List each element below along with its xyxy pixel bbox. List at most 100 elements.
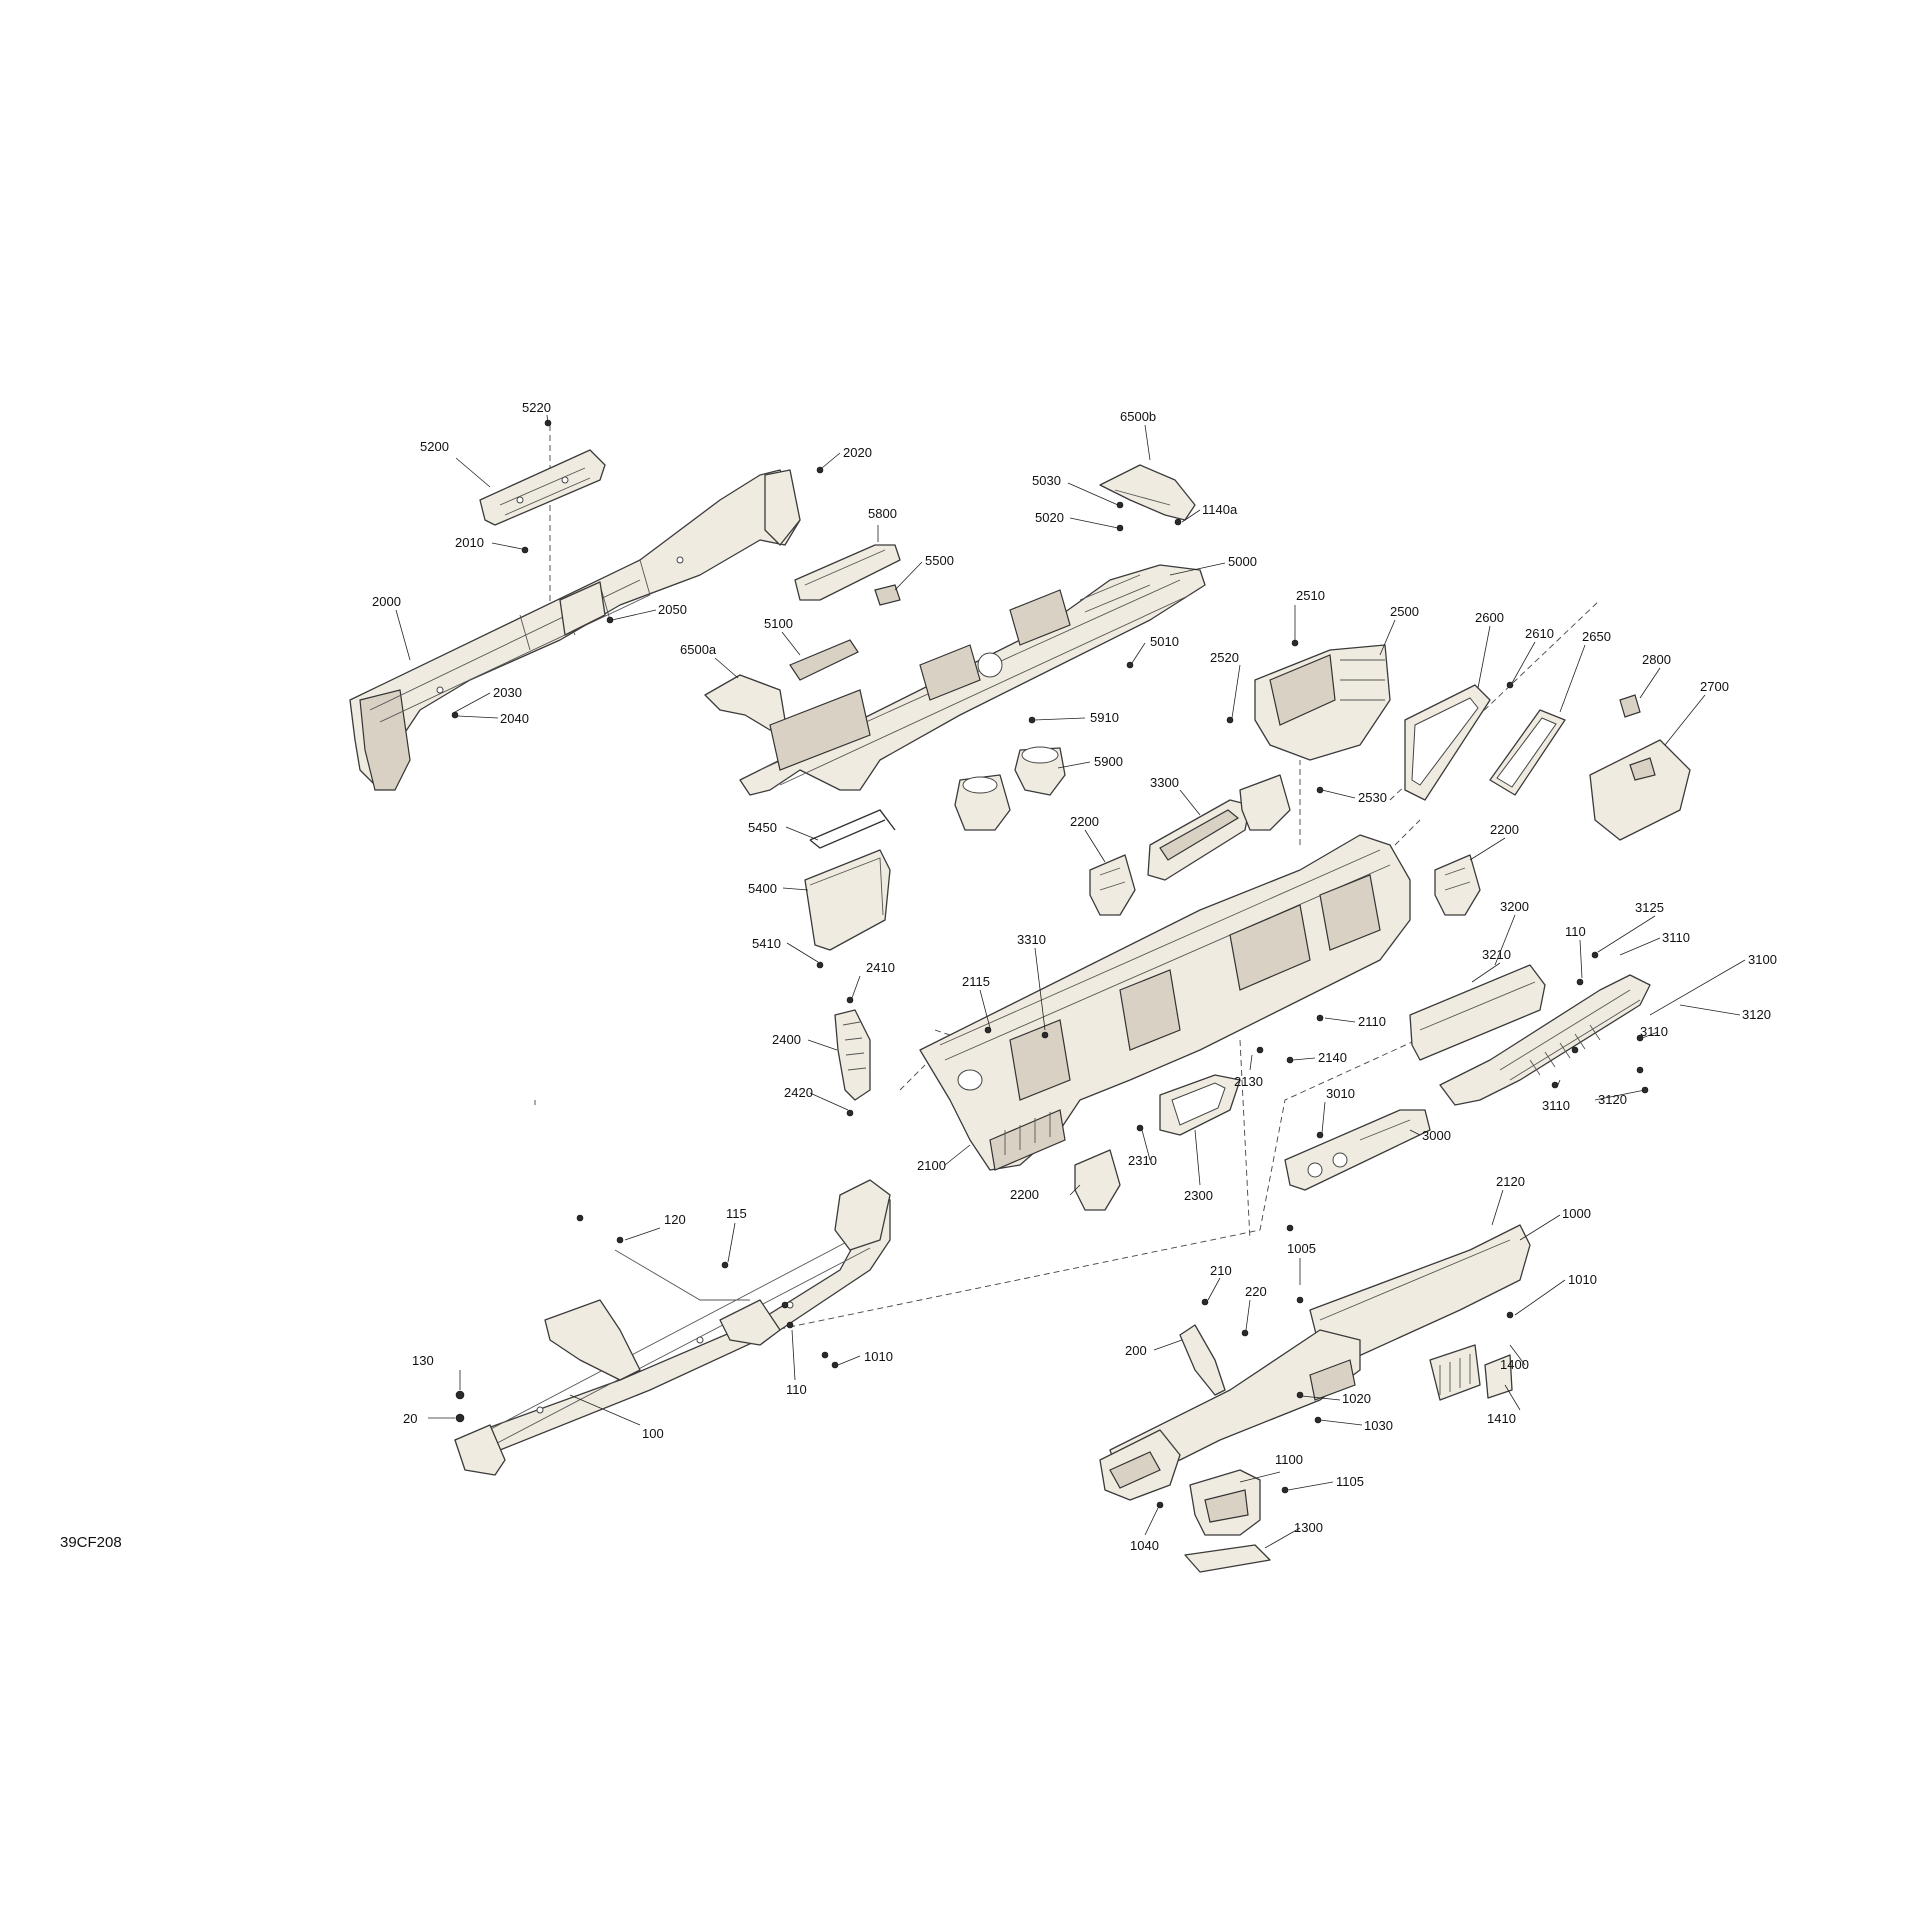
part-2500-storage-box <box>1254 644 1391 761</box>
callout-3000: 3000 <box>1422 1128 1451 1143</box>
callout-3300: 3300 <box>1150 775 1179 790</box>
figure-id: 39CF208 <box>60 1534 122 1551</box>
callout-2110: 2110 <box>1358 1014 1386 1029</box>
callout-3110-c: 3110 <box>1542 1098 1570 1113</box>
callout-5200: 5200 <box>420 439 449 454</box>
callout-2610: 2610 <box>1525 626 1554 641</box>
part-5900-cupholders <box>954 746 1066 831</box>
callout-labels: 5220 5200 2020 6500b 5030 5020 1140a 201… <box>372 400 1777 1553</box>
callout-2530: 2530 <box>1358 790 1387 805</box>
callout-1410: 1410 <box>1487 1411 1516 1426</box>
callout-1400: 1400 <box>1500 1357 1529 1372</box>
part-2400-switch-panel <box>834 1009 871 1101</box>
callout-2200-b: 2200 <box>1490 822 1519 837</box>
callout-2030: 2030 <box>493 685 522 700</box>
callout-2020: 2020 <box>843 445 872 460</box>
callout-2050: 2050 <box>658 602 687 617</box>
callout-2300: 2300 <box>1184 1188 1213 1203</box>
callout-3100: 3100 <box>1748 952 1777 967</box>
part-2200-vent-right <box>1434 854 1481 916</box>
part-2600-frame <box>1404 684 1491 801</box>
callout-2010: 2010 <box>455 535 484 550</box>
part-1000-lower-dash <box>1099 1224 1531 1501</box>
callout-3200: 3200 <box>1500 899 1529 914</box>
callout-1105: 1105 <box>1336 1474 1364 1489</box>
callout-5900: 5900 <box>1094 754 1123 769</box>
part-3300-display-bezel <box>1147 799 1251 881</box>
callout-2310: 2310 <box>1128 1153 1157 1168</box>
part-2000-upper-beam <box>349 469 801 791</box>
callout-2130: 2130 <box>1234 1074 1263 1089</box>
callout-3310: 3310 <box>1017 932 1046 947</box>
part-1100-cubby <box>1189 1469 1261 1536</box>
callout-1030: 1030 <box>1364 1418 1393 1433</box>
callout-2510: 2510 <box>1296 588 1325 603</box>
callout-5910: 5910 <box>1090 710 1119 725</box>
callout-2000: 2000 <box>372 594 401 609</box>
part-2100-dashboard <box>919 834 1411 1171</box>
part-3200-glovebox-lid <box>1409 964 1546 1061</box>
part-3100-steering-column <box>1439 974 1651 1106</box>
callout-5010: 5010 <box>1150 634 1179 649</box>
part-2700-lid <box>1589 739 1691 841</box>
callout-1040: 1040 <box>1130 1538 1159 1553</box>
callout-2200-a: 2200 <box>1070 814 1099 829</box>
callout-3110-b: 3110 <box>1640 1024 1668 1039</box>
callout-5000: 5000 <box>1228 554 1257 569</box>
callout-1000: 1000 <box>1562 1206 1591 1221</box>
callout-20: 20 <box>403 1411 417 1426</box>
callout-2520: 2520 <box>1210 650 1239 665</box>
callout-1010-b: 1010 <box>864 1349 893 1364</box>
part-2650-gasket <box>1489 709 1566 796</box>
callout-5400: 5400 <box>748 881 777 896</box>
callout-120: 120 <box>664 1212 686 1227</box>
callout-1140a: 1140a <box>1202 502 1238 517</box>
callout-2650: 2650 <box>1582 629 1611 644</box>
callout-2410: 2410 <box>866 960 895 975</box>
part-2800-latch <box>1619 694 1641 718</box>
callout-1010-a: 1010 <box>1568 1272 1597 1287</box>
part-5000-console <box>739 564 1206 796</box>
callout-3010: 3010 <box>1326 1086 1355 1101</box>
callout-2140: 2140 <box>1318 1050 1347 1065</box>
callout-5800: 5800 <box>868 506 897 521</box>
part-5800-cover <box>794 544 901 601</box>
part-1400-vent <box>1429 1344 1481 1401</box>
callout-2420: 2420 <box>784 1085 813 1100</box>
part-2200-vent-center <box>1239 774 1291 831</box>
callout-1300: 1300 <box>1294 1520 1323 1535</box>
callout-3110-a: 3110 <box>1662 930 1690 945</box>
callout-2040: 2040 <box>500 711 529 726</box>
callout-1020: 1020 <box>1342 1391 1371 1406</box>
part-5400-bin <box>804 849 891 951</box>
part-6500b-panel <box>1099 464 1196 521</box>
leader-lines <box>395 414 1746 1549</box>
part-2200-vent-lower <box>1074 1149 1121 1211</box>
callout-5220: 5220 <box>522 400 551 415</box>
callout-5500: 5500 <box>925 553 954 568</box>
callout-6500a: 6500a <box>680 642 717 657</box>
part-100-cross-beam <box>454 1179 891 1476</box>
callout-2500: 2500 <box>1390 604 1419 619</box>
callout-2115: 2115 <box>962 974 990 989</box>
callout-3120-a: 3120 <box>1742 1007 1771 1022</box>
callout-2120: 2120 <box>1496 1174 1525 1189</box>
part-5500-clip <box>874 584 901 606</box>
callout-2400: 2400 <box>772 1032 801 1047</box>
part-200-bracket <box>1179 1324 1226 1396</box>
part-2300-bezel <box>1159 1074 1241 1136</box>
part-6500a-panel <box>704 674 786 731</box>
part-5450-bail <box>809 809 896 849</box>
callout-100: 100 <box>642 1426 664 1441</box>
callout-3210: 3210 <box>1482 947 1511 962</box>
callout-1005: 1005 <box>1287 1241 1316 1256</box>
callout-3120-b: 3120 <box>1598 1092 1627 1107</box>
callout-6500b: 6500b <box>1120 409 1156 424</box>
part-5100-trim <box>789 639 859 681</box>
callout-5020: 5020 <box>1035 510 1064 525</box>
callout-220: 220 <box>1245 1284 1267 1299</box>
callout-2100: 2100 <box>917 1158 946 1173</box>
part-1300-tray <box>1184 1544 1271 1573</box>
part-5200-bracket <box>479 449 606 526</box>
